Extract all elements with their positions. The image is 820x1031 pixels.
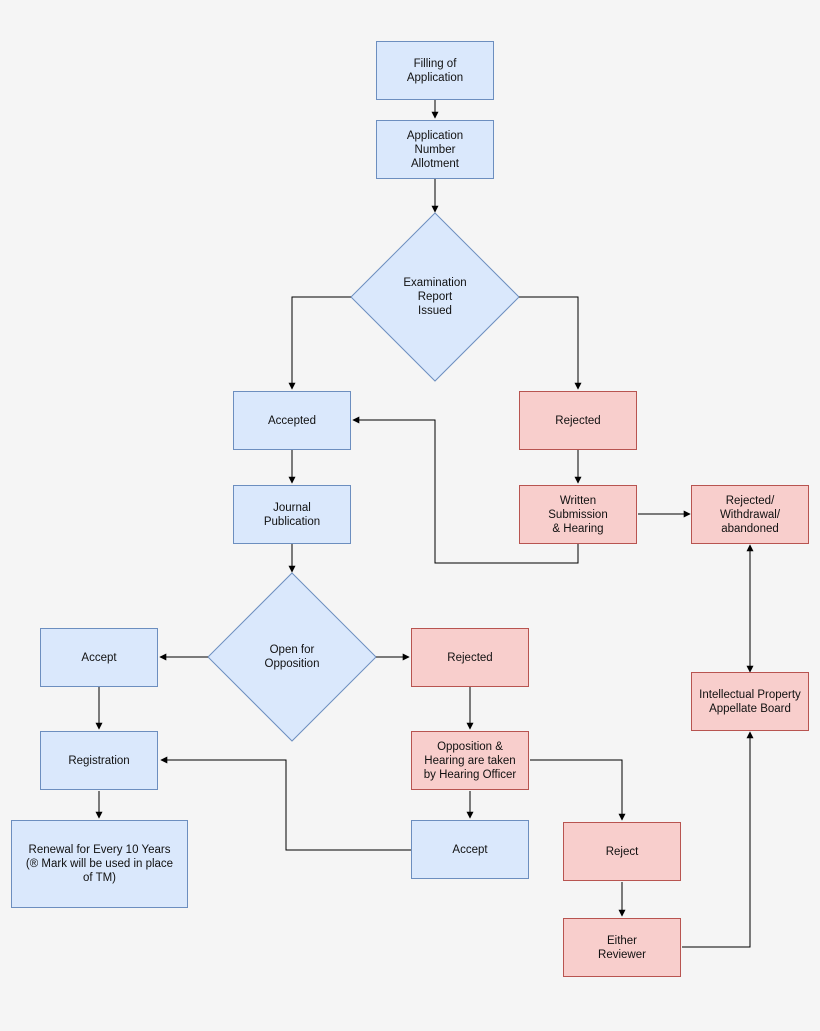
edge-written-to-accepted bbox=[352, 416, 579, 564]
edge-exam-to-accepted bbox=[288, 296, 351, 390]
accepted-node: Accepted bbox=[233, 391, 351, 450]
rejected-withdrawal-node: Rejected/ Withdrawal/ abandoned bbox=[691, 485, 809, 544]
reject-node: Reject bbox=[563, 822, 681, 881]
edge-hearing-to-reject bbox=[530, 759, 626, 821]
registration-node: Registration bbox=[40, 731, 158, 790]
edge-accept-to-registration-back bbox=[160, 756, 411, 851]
open-for-opposition-label: Open for Opposition bbox=[264, 644, 320, 670]
ipab-node: Intellectual Property Appellate Board bbox=[691, 672, 809, 731]
edge-exam-to-rejected bbox=[519, 296, 582, 390]
accept-node-left: Accept bbox=[40, 628, 158, 687]
either-reviewer-node: Either Reviewer bbox=[563, 918, 681, 977]
rejected-node-mid: Rejected bbox=[411, 628, 529, 687]
examination-report-label: Examination Report Issued bbox=[403, 277, 467, 317]
application-number-allotment-node: Application Number Allotment bbox=[376, 120, 494, 179]
opposition-diamond bbox=[207, 572, 377, 742]
rejected-node-top: Rejected bbox=[519, 391, 637, 450]
renewal-node: Renewal for Every 10 Years (® Mark will … bbox=[11, 820, 188, 908]
written-submission-node: Written Submission & Hearing bbox=[519, 485, 637, 544]
exam-report-diamond bbox=[350, 212, 520, 382]
accept-node-mid: Accept bbox=[411, 820, 529, 879]
journal-publication-node: Journal Publication bbox=[233, 485, 351, 544]
filling-application-node: Filling of Application bbox=[376, 41, 494, 100]
hearing-officer-node: Opposition & Hearing are taken by Hearin… bbox=[411, 731, 529, 790]
edge-reviewer-to-ipab bbox=[682, 731, 754, 948]
